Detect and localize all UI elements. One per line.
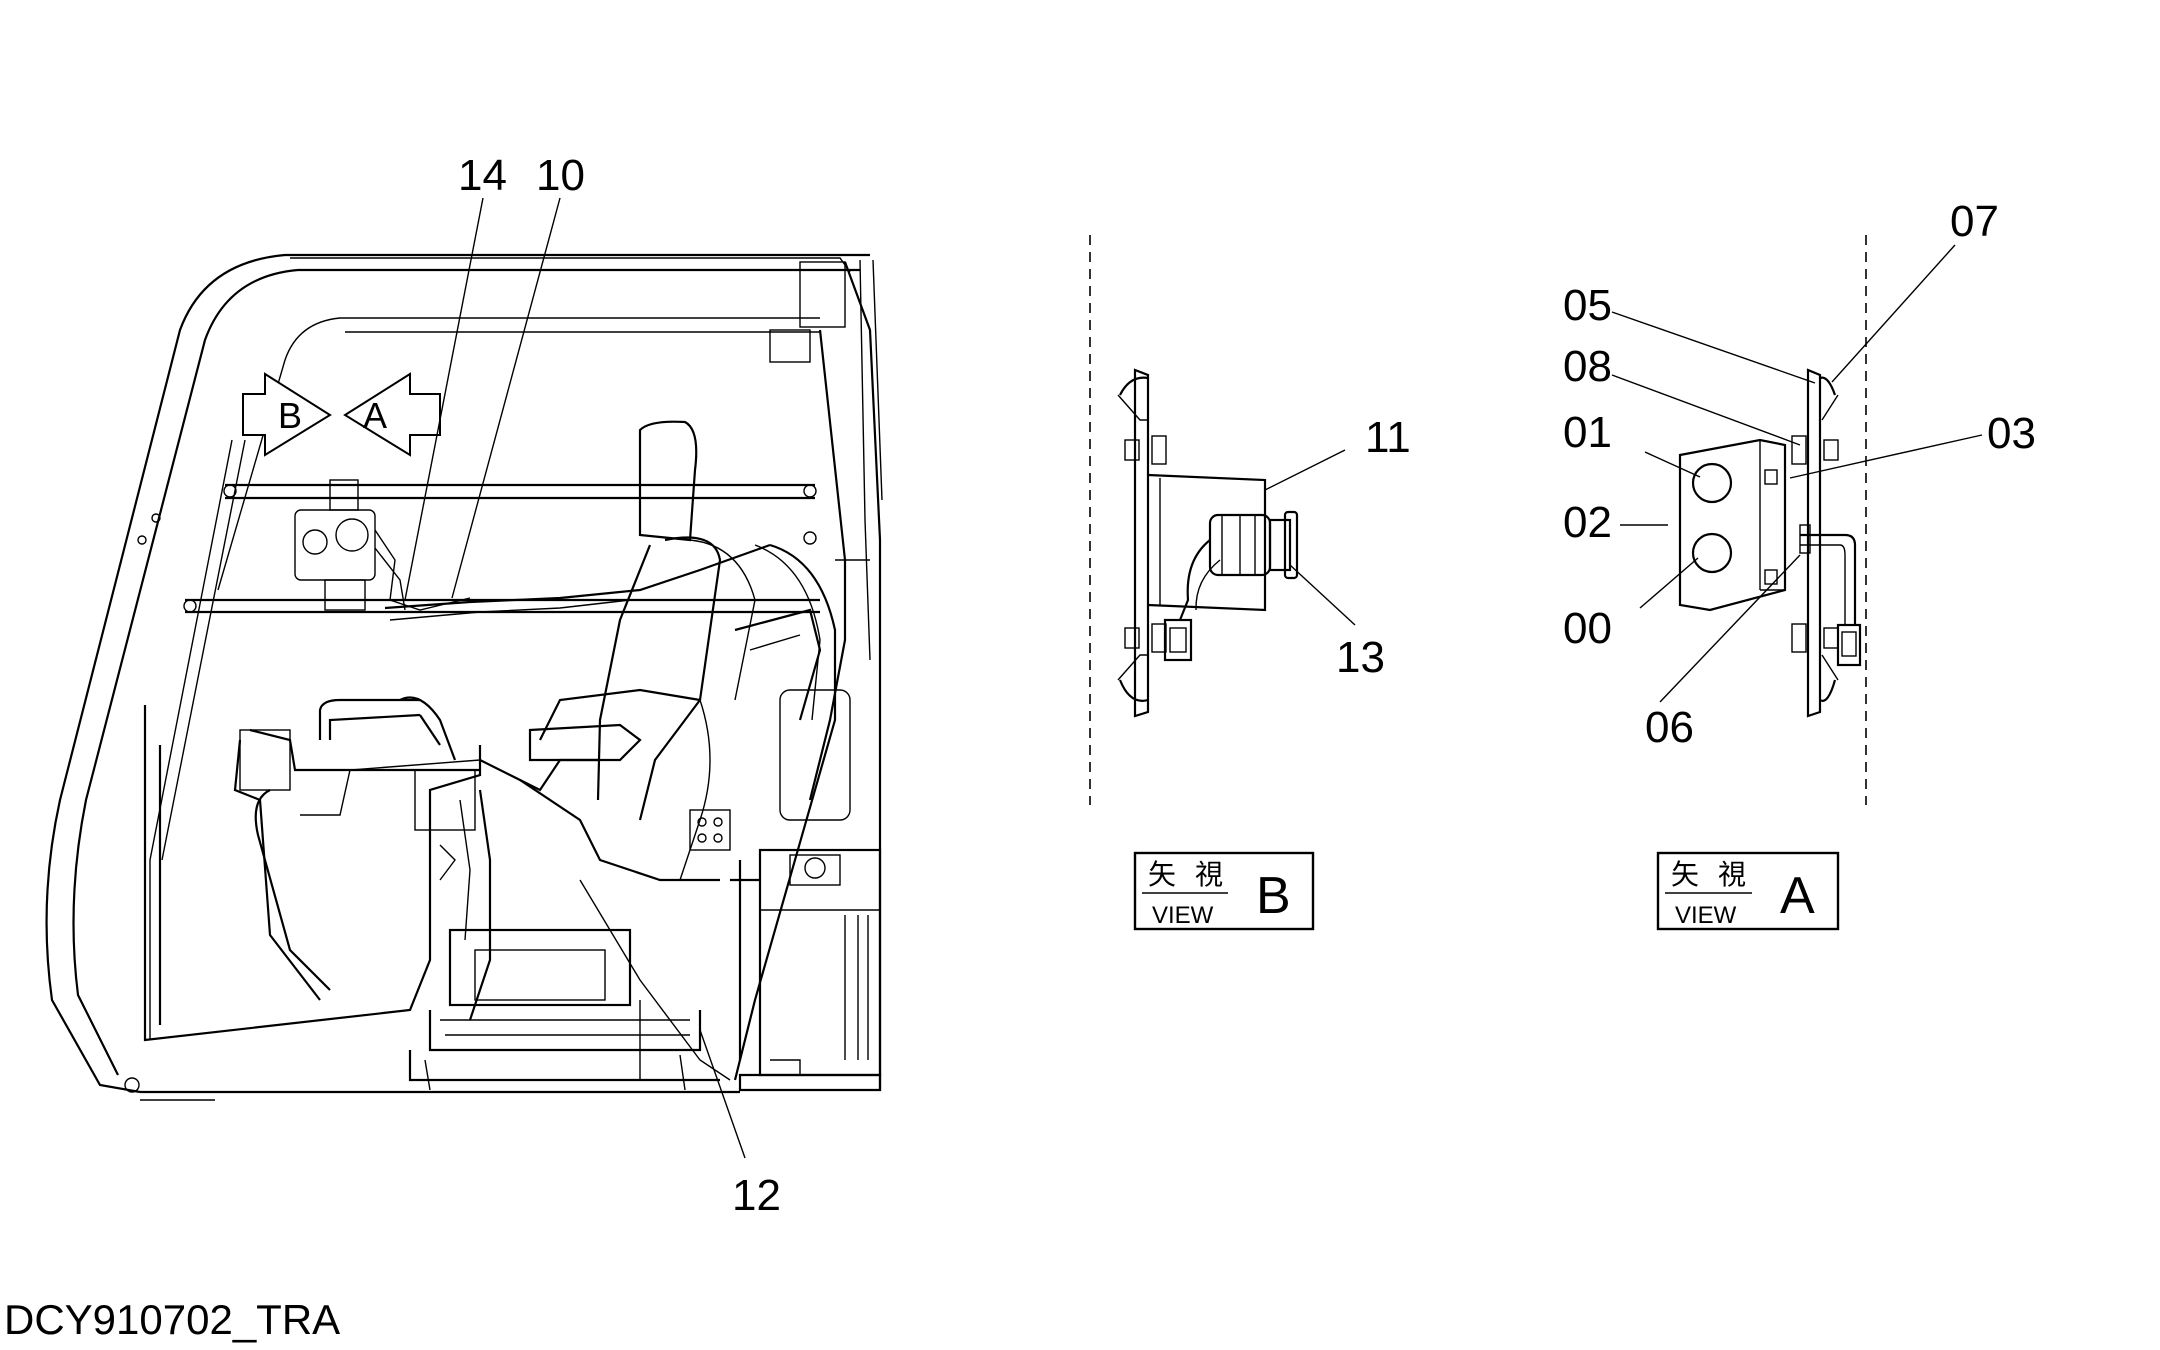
view-b-letter: B (1256, 867, 1291, 925)
view-b-kanji-2: 視 (1195, 859, 1223, 890)
cab-side-view: B A (45, 253, 883, 1101)
view-marker-b: B (278, 395, 302, 436)
callout-00: 00 (1563, 604, 1612, 653)
view-marker-a: A (363, 395, 387, 436)
callout-07: 07 (1950, 197, 1999, 246)
leaders-main (404, 197, 746, 1159)
view-a-word: VIEW (1675, 902, 1737, 929)
callout-05: 05 (1563, 281, 1612, 330)
callout-11: 11 (1365, 413, 1411, 462)
view-b-word: VIEW (1152, 902, 1214, 929)
callout-03: 03 (1987, 409, 2036, 458)
view-b-caption: 矢 視 VIEW B (1133, 851, 1315, 931)
view-arrow-a (343, 372, 441, 457)
callout-14: 14 (458, 151, 507, 200)
view-a-detail (1611, 235, 1983, 805)
view-a-kanji-2: 視 (1718, 859, 1746, 890)
view-a-caption: 矢 視 VIEW A (1656, 851, 1840, 931)
view-a-kanji-1: 矢 (1671, 859, 1699, 890)
callout-01: 01 (1563, 408, 1612, 457)
view-arrow-b (242, 372, 332, 457)
view-a-letter: A (1780, 867, 1815, 925)
callout-06: 06 (1645, 703, 1694, 752)
view-b-detail (1089, 235, 1356, 805)
callout-08: 08 (1563, 342, 1612, 391)
view-b-kanji-1: 矢 (1148, 859, 1176, 890)
callout-13: 13 (1336, 633, 1385, 682)
callout-10: 10 (536, 151, 585, 200)
callout-02: 02 (1563, 498, 1612, 547)
drawing-code: DCY910702_TRA (4, 1296, 341, 1343)
callout-12: 12 (732, 1171, 781, 1220)
